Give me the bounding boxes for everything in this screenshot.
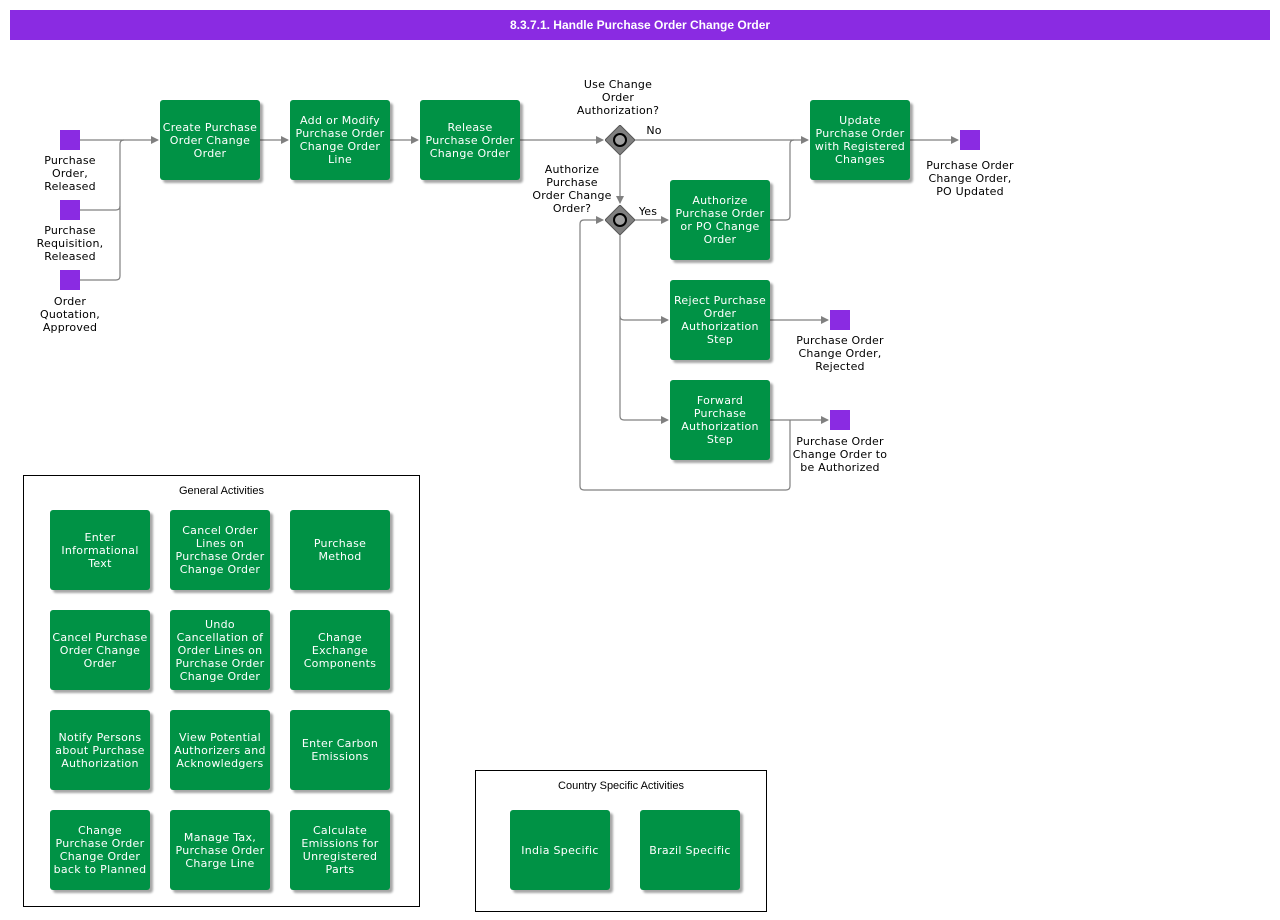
activity-forward-authorization-step[interactable]: Forward Purchase Authorization Step [670,380,770,460]
end-event-po-updated[interactable] [960,130,980,150]
general-activity[interactable]: Manage Tax, Purchase Order Charge Line [170,810,270,890]
end-event-label: Purchase Order Change Order, PO Updated [926,159,1014,198]
gateway-question-label: Authorize Purchase Order Change Order? [532,163,612,215]
end-event-rejected[interactable] [830,310,850,330]
activity-add-modify-change-order-line[interactable]: Add or Modify Purchase Order Change Orde… [290,100,390,180]
general-activity[interactable]: Cancel Order Lines on Purchase Order Cha… [170,510,270,590]
flow-authorize-update [770,139,795,221]
activity-create-purchase-order-change-order[interactable]: Create Purchase Order Change Order [160,100,260,180]
activity-reject-authorization-step[interactable]: Reject Purchase Order Authorization Step [670,280,770,360]
activity-release-change-order[interactable]: Release Purchase Order Change Order [420,100,520,180]
general-activity[interactable]: Calculate Emissions for Unregistered Par… [290,810,390,890]
start-event-label: Purchase Requisition, Released [36,224,104,263]
start-event-label: Purchase Order, Released [44,154,96,193]
flow-gw2-reject [619,235,669,324]
start-event-label: Order Quotation, Approved [40,295,100,334]
gateway-use-change-order-authorization[interactable] [605,125,635,155]
group-title: Country Specific Activities [558,780,684,792]
general-activity[interactable]: Enter Carbon Emissions [290,710,390,790]
diagram-title: 8.3.7.1. Handle Purchase Order Change Or… [10,10,1270,40]
general-activity[interactable]: Change Exchange Components [290,610,390,690]
start-event-purchase-order-released[interactable] [60,130,80,150]
flow-forward-loop [579,216,791,491]
general-activity[interactable]: Purchase Method [290,510,390,590]
flow-gw2-forward [619,316,669,424]
gateway-question-label: Use Change Order Authorization? [576,78,660,117]
general-activity[interactable]: Notify Persons about Purchase Authorizat… [50,710,150,790]
activity-update-purchase-order[interactable]: Update Purchase Order with Registered Ch… [810,100,910,180]
general-activity[interactable]: Undo Cancellation of Order Lines on Purc… [170,610,270,690]
gateway-authorize-change-order[interactable] [605,205,635,235]
country-activity-india[interactable]: India Specific [510,810,610,890]
end-event-label: Purchase Order Change Order, Rejected [796,334,884,373]
general-activity[interactable]: Enter Informational Text [50,510,150,590]
start-event-order-quotation-approved[interactable] [60,270,80,290]
flow-start3-create [80,206,121,281]
gateway-yes-label: Yes [638,205,658,218]
activity-authorize-change-order[interactable]: Authorize Purchase Order or PO Change Or… [670,180,770,260]
general-activity[interactable]: Change Purchase Order Change Order back … [50,810,150,890]
country-activity-brazil[interactable]: Brazil Specific [640,810,740,890]
general-activity[interactable]: View Potential Authorizers and Acknowled… [170,710,270,790]
gateway-no-label: No [646,124,662,137]
general-activity[interactable]: Cancel Purchase Order Change Order [50,610,150,690]
group-title: General Activities [179,485,264,497]
end-event-to-be-authorized[interactable] [830,410,850,430]
start-event-purchase-requisition-released[interactable] [60,200,80,220]
end-event-label: Purchase Order Change Order to be Author… [792,435,888,474]
